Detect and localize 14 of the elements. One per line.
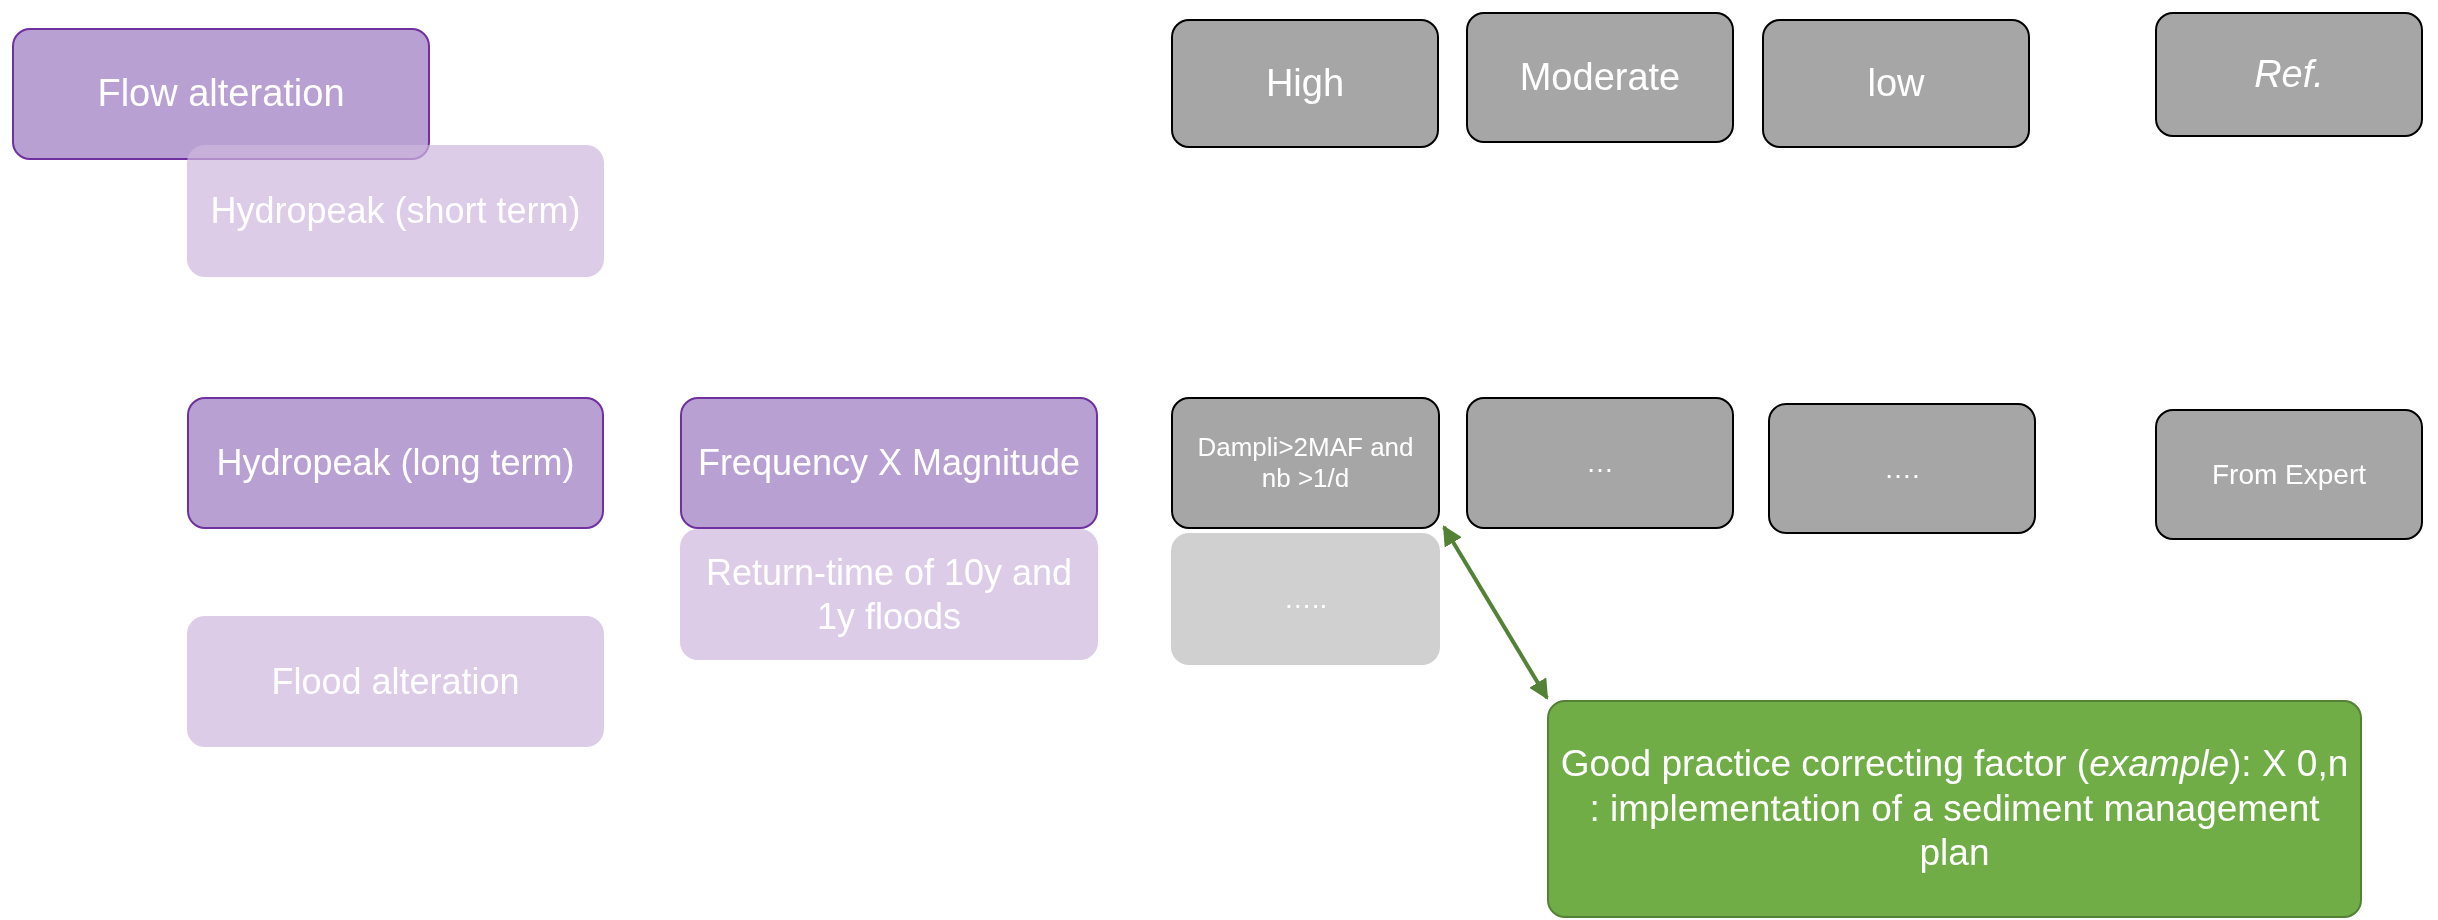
class-box: High [1171, 19, 1439, 148]
title-box: Flow alteration [12, 28, 430, 160]
threshold-box: …. [1768, 403, 2036, 534]
category-box: Hydropeak (long term) [187, 397, 604, 529]
class-box: low [1762, 19, 2030, 148]
indicator-box: Frequency X Magnitude [680, 397, 1098, 529]
threshold-box: Dampli>2MAF and nb >1/d [1171, 397, 1440, 529]
threshold-box: From Expert [2155, 409, 2423, 540]
threshold-box: … [1466, 397, 1734, 529]
class-box: Moderate [1466, 12, 1734, 143]
threshold-box: ….. [1171, 533, 1440, 665]
class-box: Ref. [2155, 12, 2423, 137]
note-box: Good practice correcting factor (example): X 0,n : implementation of a sediment management plan [1547, 700, 2362, 918]
double-arrow [1442, 525, 1549, 700]
